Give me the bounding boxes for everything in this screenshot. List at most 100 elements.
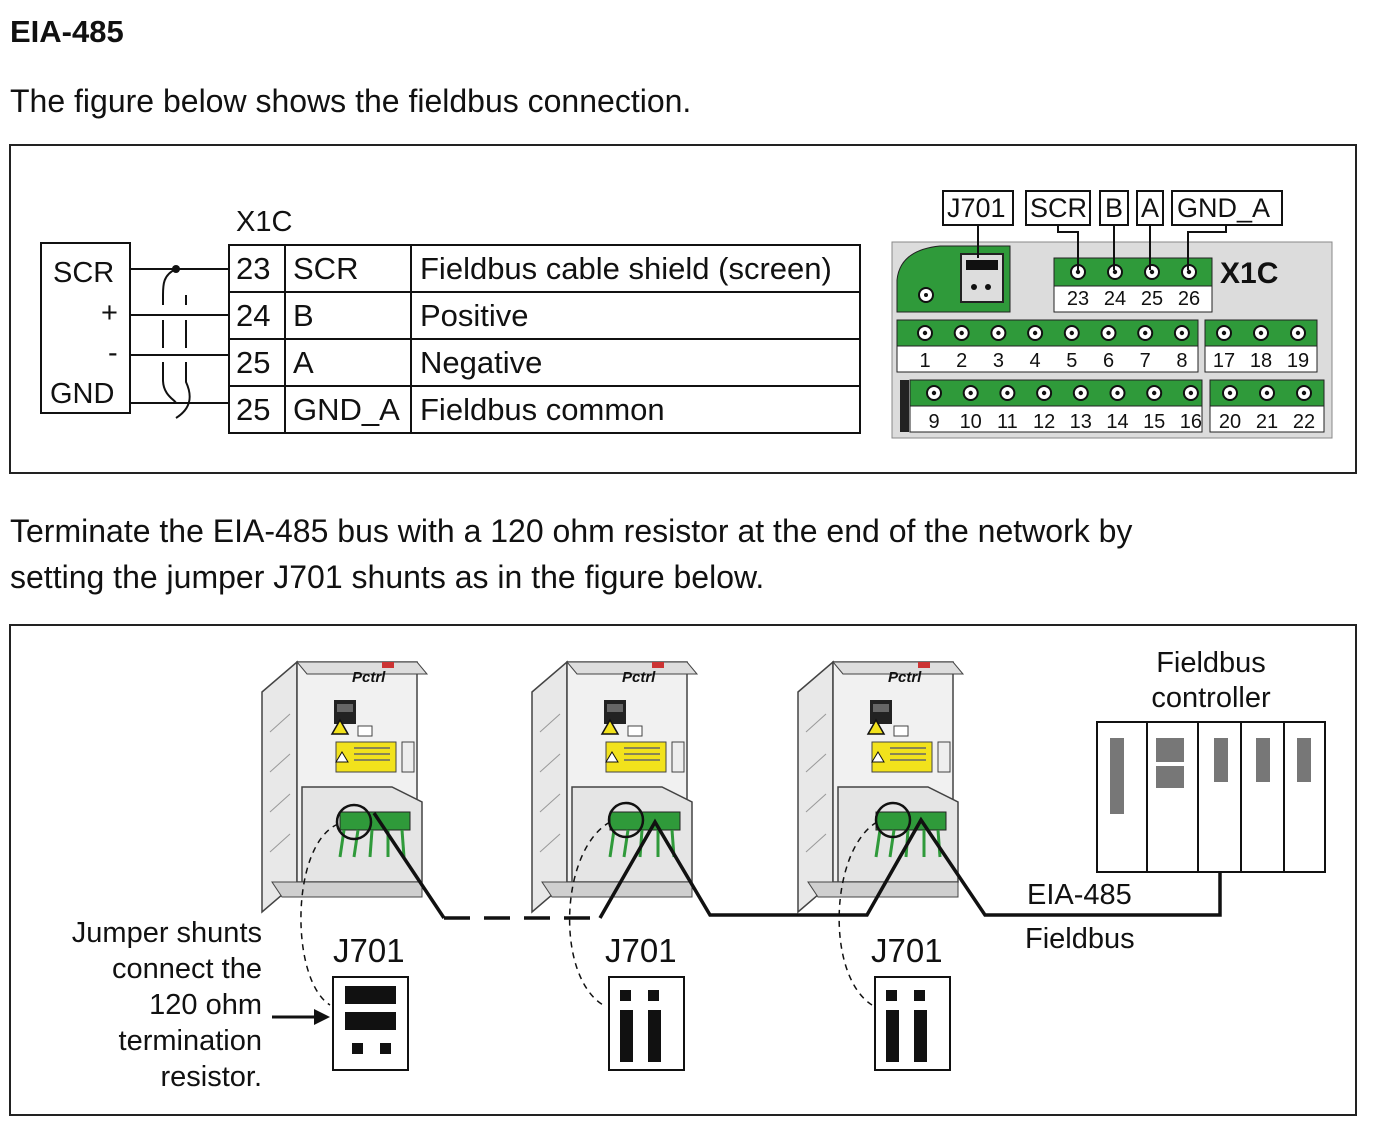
terminal-number: 14 [1106,411,1128,433]
bus-label-line-1: EIA-485 [1027,879,1132,911]
terminal-screw-center [922,330,928,336]
terminal-number: 1 [919,350,930,372]
device-terminal-box [40,242,131,414]
drive-unit: Pctrl [796,660,965,914]
jumper-open-icon [874,976,951,1071]
terminal-screw-center [1112,269,1118,275]
table-row-pin: 24 [236,298,270,333]
termination-line-2: setting the jumper J701 shunts as in the… [10,559,765,595]
drive-brand-label: Pctrl [888,669,922,686]
terminal-number: 26 [1178,288,1200,310]
terminal-number: 15 [1143,411,1165,433]
drive-unit: Pctrl [260,660,429,914]
callout-j701: J701 [947,193,1006,223]
jumper-note-line-3: 120 ohm [149,989,262,1021]
terminal-number: 16 [1180,411,1202,433]
terminal-screw-center [968,390,973,396]
terminal-screw-center [959,330,964,336]
terminal-number: 24 [1104,288,1126,310]
callout-b: B [1105,193,1123,223]
terminal-screw-center [1106,330,1111,336]
jumper-label: J701 [605,932,677,969]
bus-label-line-2: Fieldbus [1025,923,1135,955]
fieldbus-cable [372,812,1222,920]
table-row-signal: B [293,298,314,333]
terminal-number: 19 [1287,350,1309,372]
network-figure-frame [9,624,1357,1116]
terminal-number: 8 [1176,350,1187,372]
table-row-pin: 25 [236,345,270,380]
jumper-label: J701 [871,932,943,969]
terminal-screw-center [1143,330,1148,336]
connector-table-grid [228,244,861,434]
callout-a: A [1141,193,1159,223]
terminal-screw-center [1258,330,1264,336]
jumper-highlight-circles [335,801,912,841]
terminal-number: 5 [1066,350,1077,372]
jumper-open-icon [608,976,685,1071]
jumper-note-line-2: connect the [112,953,262,985]
terminal-screw-center [1264,390,1270,396]
terminal-screw-center [1221,330,1227,336]
callout-gnd-a: GND_A [1177,193,1270,223]
terminal-number: 6 [1103,350,1114,372]
terminal-number: 17 [1213,350,1235,372]
table-row-signal: SCR [293,251,358,286]
jumper-terminated-icon [332,976,409,1071]
terminal-number: 13 [1070,411,1092,433]
fieldbus-controller [1096,721,1326,873]
jumper-label: J701 [333,932,405,969]
termination-paragraph: Terminate the EIA-485 bus with a 120 ohm… [10,508,1132,600]
page-heading: EIA-485 [10,14,124,49]
terminal-screw-center [1301,390,1307,396]
arrow-icon [272,1009,330,1025]
terminal-number: 10 [960,411,982,433]
table-row-pin: 23 [236,251,270,286]
jumper-leader-lines [300,821,878,1006]
terminal-screw-center [1179,330,1185,336]
wiring-figure-frame [9,144,1357,474]
terminal-screw-center [1075,269,1081,275]
terminal-screw-center [1032,330,1038,336]
terminal-screw-center [1186,269,1192,275]
device-label-minus: - [108,337,118,369]
table-row-signal: GND_A [293,392,400,427]
device-label-plus: + [101,297,118,329]
terminal-number: 18 [1250,350,1272,372]
table-row-description: Negative [420,345,542,380]
table-row-signal: A [293,345,314,380]
table-row-description: Fieldbus cable shield (screen) [420,251,832,286]
terminal-number: 11 [997,411,1018,433]
jumper-note-line-5: resistor. [160,1061,262,1093]
terminal-number: 22 [1293,411,1315,433]
terminal-number: 25 [1141,288,1163,310]
terminal-number: 2 [956,350,967,372]
terminal-screw-center [1227,390,1233,396]
drive-brand-label: Pctrl [352,669,386,686]
terminal-number: 7 [1140,350,1151,372]
terminal-screw-center [1069,330,1075,336]
table-row-pin: 25 [236,392,270,427]
terminal-number: 21 [1256,411,1278,433]
terminal-screw-center [1295,330,1301,336]
board-x1c-label: X1C [1220,257,1278,290]
terminal-screw-center [1078,390,1084,396]
connection-wires [130,268,229,419]
terminal-number: 4 [1030,350,1041,372]
table-row-description: Fieldbus common [420,392,665,427]
jumper-note-line-4: termination [119,1025,262,1057]
terminal-number: 12 [1033,411,1055,433]
device-label-scr: SCR [53,257,114,289]
terminal-number: 9 [928,411,939,433]
connector-title: X1C [236,206,292,238]
terminal-screw-center [1005,390,1010,396]
terminal-screw-center [1152,390,1157,396]
jumper-note-line-1: Jumper shunts [72,917,262,949]
terminal-number: 20 [1219,411,1241,433]
callout-scr: SCR [1030,193,1087,223]
termination-line-1: Terminate the EIA-485 bus with a 120 ohm… [10,513,1133,549]
controller-label-line-2: controller [1151,682,1271,714]
terminal-screw-center [1149,269,1155,275]
terminal-screw-center [931,390,937,396]
